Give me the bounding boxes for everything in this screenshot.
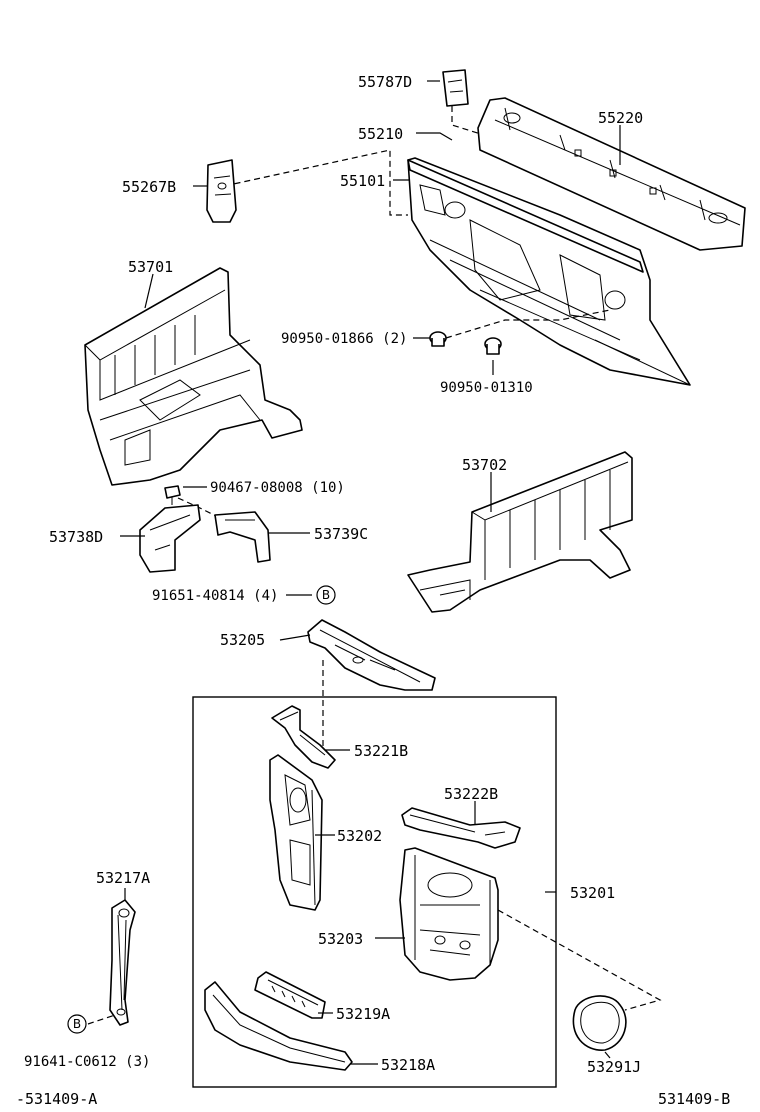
label-55787D: 55787D: [358, 73, 412, 91]
label-55267B: 55267B: [122, 178, 176, 196]
footer-ref-right: 531409-B: [658, 1090, 730, 1108]
label-53205: 53205: [220, 631, 265, 649]
label-90950-01310: 90950-01310: [440, 380, 533, 396]
leader-lines: [120, 80, 621, 1065]
label-53219A: 53219A: [336, 1005, 390, 1023]
part-53217A-drawing: [109, 899, 136, 1026]
ref-marker-b-upper: B: [316, 585, 336, 605]
label-53222B: 53222B: [444, 785, 498, 803]
part-55220-drawing: [477, 97, 746, 251]
label-53201: 53201: [570, 884, 615, 902]
label-53217A: 53217A: [96, 869, 150, 887]
label-55210: 55210: [358, 125, 403, 143]
label-53218A: 53218A: [381, 1056, 435, 1074]
label-53739C: 53739C: [314, 525, 368, 543]
label-90950-01866: 90950-01866 (2): [281, 331, 407, 347]
part-53738D-drawing: [139, 504, 201, 573]
part-90950-01866-drawing: [429, 331, 447, 347]
label-91651-40814: 91651-40814 (4): [152, 588, 278, 604]
label-53202: 53202: [337, 827, 382, 845]
leader-90950-dash: [445, 309, 611, 339]
part-53203-drawing: [399, 847, 499, 981]
label-55220: 55220: [598, 109, 643, 127]
leader-55267B-dash: [214, 149, 408, 216]
part-55101-drawing: [407, 157, 691, 386]
footer-ref-left: -531409-A: [16, 1090, 97, 1108]
part-53205-drawing: [307, 619, 436, 691]
leader-90467-dash: [177, 497, 221, 519]
label-53203: 53203: [318, 930, 363, 948]
label-53701: 53701: [128, 258, 173, 276]
label-53221B: 53221B: [354, 742, 408, 760]
label-55101: 55101: [340, 172, 385, 190]
label-90467-08008: 90467-08008 (10): [210, 480, 345, 496]
part-90467-08008-drawing: [164, 485, 181, 505]
part-53701-drawing: [84, 267, 303, 486]
ref-marker-b-lower: B: [67, 1014, 87, 1034]
label-53291J: 53291J: [587, 1058, 641, 1076]
part-55787D-drawing: [442, 69, 469, 107]
part-53291J-drawing: [572, 995, 627, 1051]
part-55267B-drawing: [206, 159, 237, 223]
part-53221B-drawing: [271, 705, 336, 769]
svg-text:B: B: [322, 588, 330, 602]
part-53739C-drawing: [214, 511, 271, 563]
label-53738D: 53738D: [49, 528, 103, 546]
leader-91641-dash: [87, 1014, 116, 1025]
leader-53291J-dash: [497, 909, 662, 1011]
part-53218A-drawing: [204, 981, 353, 1071]
label-53702: 53702: [462, 456, 507, 474]
part-53202-drawing: [269, 754, 323, 911]
part-53702-drawing: [407, 451, 633, 613]
part-53222B-drawing: [401, 807, 521, 849]
part-90950-01310-drawing: [484, 337, 502, 355]
svg-text:B: B: [73, 1017, 81, 1031]
part-53219A-drawing: [254, 971, 326, 1019]
label-91641-C0612: 91641-C0612 (3): [24, 1054, 150, 1070]
